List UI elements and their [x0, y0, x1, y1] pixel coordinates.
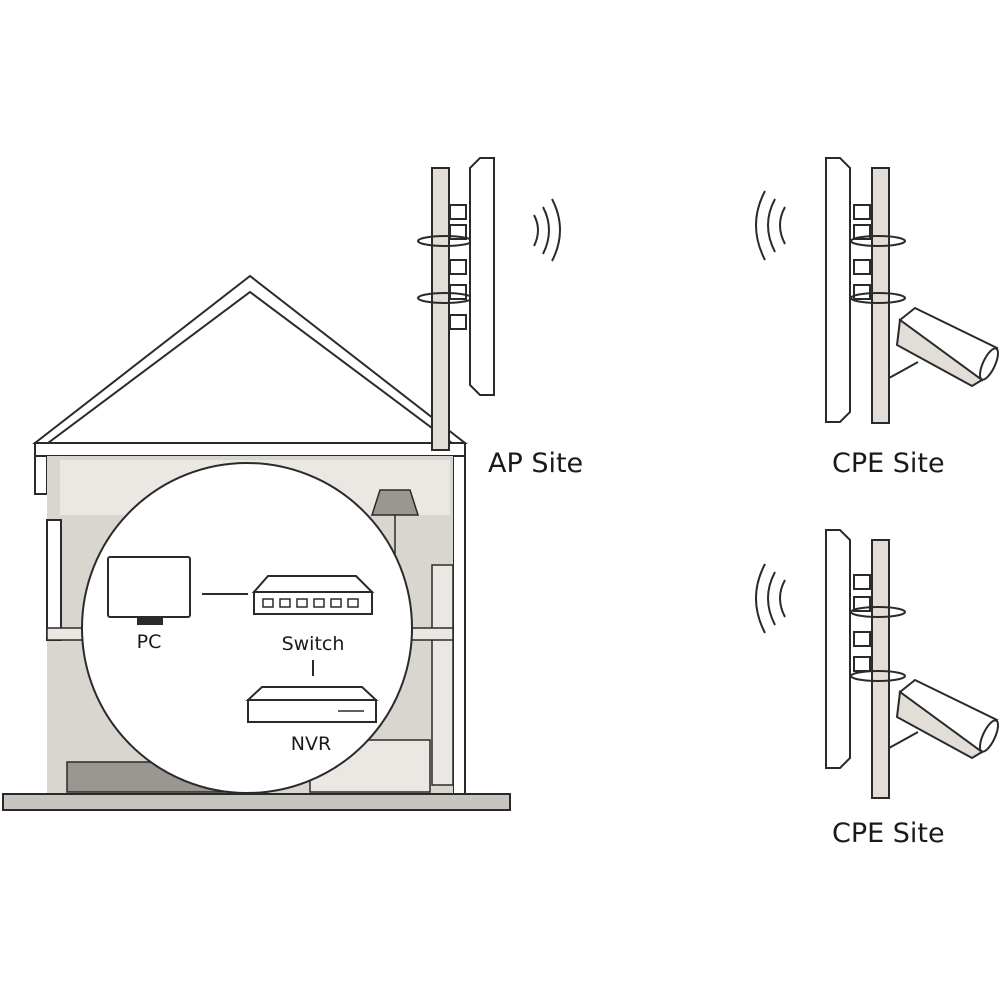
sector-antenna-icon [825, 529, 851, 769]
cpe-top-pole [871, 167, 890, 424]
house-right-wall [452, 455, 466, 795]
lamp-shade [370, 489, 420, 516]
nvr-icon [245, 686, 379, 723]
cpe-bottom [825, 529, 1000, 799]
cctv-camera-icon [888, 678, 1000, 760]
house-door-right [431, 564, 454, 786]
switch-label: Switch [282, 633, 345, 655]
sector-antenna-icon [469, 157, 495, 396]
house-left-wall-upper [34, 455, 48, 495]
house-ceiling [34, 442, 466, 457]
ap-pole [431, 167, 450, 451]
house-window-left [46, 519, 62, 641]
wifi-waves-icon [755, 563, 786, 634]
ap-antenna [417, 157, 495, 451]
zoom-circle [81, 462, 413, 794]
nvr-label: NVR [291, 733, 331, 755]
pc-label: PC [137, 631, 162, 653]
house-roof [32, 274, 468, 444]
cpe-bottom-pole [871, 539, 890, 799]
cpe-top [825, 157, 1000, 424]
cpe-site-top-label: CPE Site [832, 448, 945, 479]
sector-antenna-icon [825, 157, 851, 423]
cpe-site-bottom-label: CPE Site [832, 818, 945, 849]
wifi-waves-icon [755, 190, 786, 261]
ground-slab [2, 793, 511, 811]
ap-site-label: AP Site [488, 448, 583, 479]
switch-icon [251, 575, 375, 615]
wifi-waves-icon [533, 198, 561, 262]
pc-monitor-icon [107, 556, 191, 625]
cctv-camera-icon [888, 306, 1000, 388]
